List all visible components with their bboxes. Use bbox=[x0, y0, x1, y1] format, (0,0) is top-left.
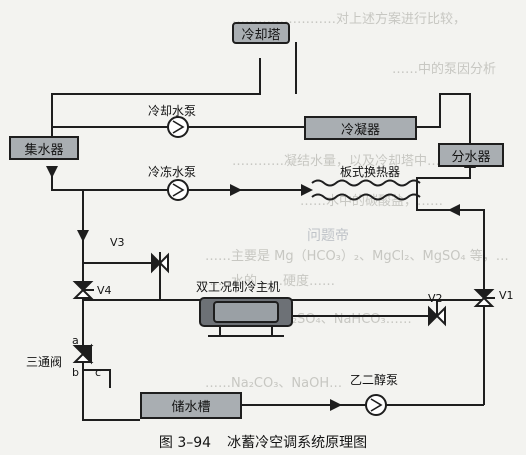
arrow-glycol-right bbox=[330, 399, 342, 411]
port-a-label: a bbox=[72, 334, 79, 347]
port-b-label: b bbox=[72, 366, 79, 379]
glycol-pump-label: 乙二醇泵 bbox=[350, 373, 399, 387]
storage-tank: 储水槽 bbox=[140, 392, 242, 419]
valve-v2-label: V2 bbox=[428, 292, 443, 305]
chilled-water-pump-label: 冷冻水泵 bbox=[148, 165, 197, 179]
background-text-line: ……………………对上述方案进行比较， bbox=[232, 12, 467, 27]
arrow-top-right bbox=[230, 184, 242, 196]
background-text-line: ……Na₂CO₃、NaOH… bbox=[205, 376, 343, 391]
water-collector-label: 集水器 bbox=[24, 142, 64, 158]
port-c-label: c bbox=[95, 366, 102, 379]
pipes bbox=[51, 42, 485, 421]
three-way-valve-label: 三通阀 bbox=[26, 355, 63, 369]
background-text-line: ……水的……硬度…… bbox=[205, 274, 336, 289]
background-text-line: …………凝结水量，以及冷却塔中… bbox=[232, 154, 441, 169]
flow-arrows bbox=[46, 156, 476, 411]
water-distributor-label: 分水器 bbox=[451, 149, 491, 165]
storage-tank-label: 储水槽 bbox=[171, 400, 211, 415]
chilled-water-pipe bbox=[51, 176, 307, 191]
chilled-water-pump-symbol bbox=[167, 179, 189, 201]
chiller-schematic bbox=[199, 297, 293, 337]
water-distributor: 分水器 bbox=[438, 143, 504, 167]
cooling-water-pump-label: 冷却水泵 bbox=[148, 104, 197, 118]
plate-heat-exchanger-label: 板式换热器 bbox=[340, 165, 401, 179]
arrow-chilled-right bbox=[301, 184, 313, 196]
collector-return-pipe bbox=[416, 165, 471, 190]
water-collector: 集水器 bbox=[9, 136, 79, 160]
valve-v3-label: V3 bbox=[110, 236, 125, 249]
three-way-to-tank-pipe bbox=[83, 369, 111, 388]
cooling-tower: 冷却塔 bbox=[232, 22, 290, 44]
cooling-pipe-left bbox=[51, 58, 261, 152]
condenser: 冷凝器 bbox=[304, 116, 417, 140]
valve-v4-label: V4 bbox=[97, 284, 112, 297]
cooling-tower-label: 冷却塔 bbox=[241, 27, 281, 43]
cooling-water-pump-symbol bbox=[167, 116, 189, 138]
cooling-pipe-right bbox=[417, 93, 471, 143]
three-way-valve-symbol bbox=[72, 343, 94, 365]
background-text-line: ……中的泵因分析 bbox=[392, 62, 497, 77]
valve-v2-symbol bbox=[428, 305, 446, 327]
chiller-label: 双工况制冷主机 bbox=[196, 280, 281, 294]
background-text-line: ……主要是 Mg（HCO₃）₂、MgCl₂、MgSO₄ 等，… bbox=[205, 249, 509, 264]
watermark: 问题帝 bbox=[307, 228, 349, 244]
arrow-exchanger-out bbox=[448, 204, 460, 216]
figure-caption: 图 3–94 冰蓄冷空调系统原理图 bbox=[0, 432, 526, 452]
valve-v4-symbol bbox=[72, 281, 94, 299]
arrow-trunk-down bbox=[77, 230, 89, 242]
arrow-left-down bbox=[46, 166, 58, 178]
figure-number: 图 3–94 bbox=[158, 435, 212, 451]
v3-branch-pipe bbox=[83, 262, 161, 300]
valve-v1-symbol bbox=[473, 289, 495, 307]
heat-exchanger-wave bbox=[311, 179, 421, 201]
left-trunk-pipe bbox=[82, 190, 140, 421]
figure-title: 冰蓄冷空调系统原理图 bbox=[227, 435, 368, 451]
valve-v1-label: V1 bbox=[499, 289, 514, 302]
condenser-label: 冷凝器 bbox=[340, 122, 380, 138]
glycol-pump-symbol bbox=[365, 394, 387, 416]
valve-v3-symbol bbox=[151, 252, 169, 274]
